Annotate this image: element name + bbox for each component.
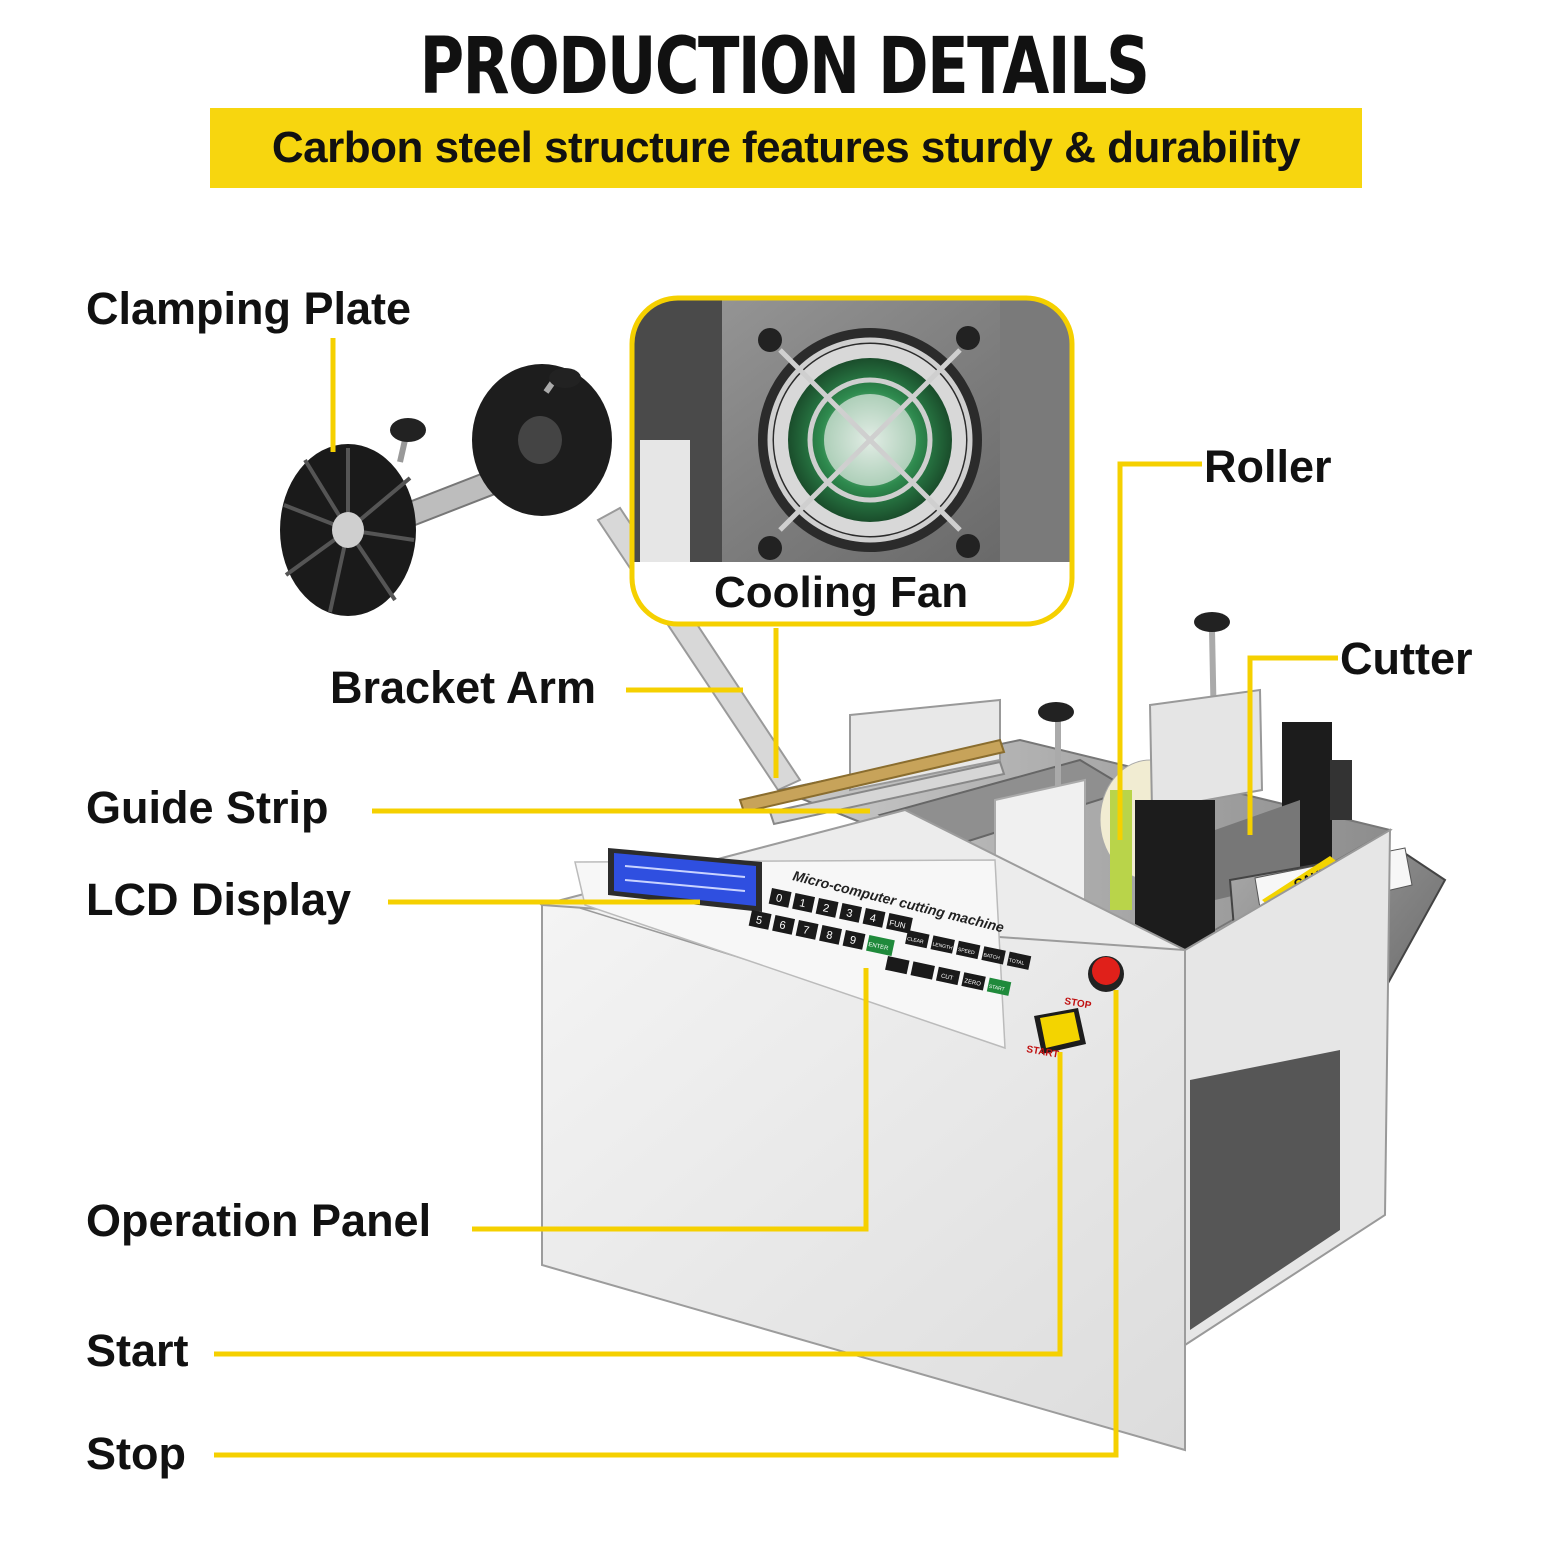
label-cooling-fan: Cooling Fan xyxy=(714,568,969,617)
operation-panel xyxy=(574,859,1006,1050)
svg-text:BATCH: BATCH xyxy=(983,952,1001,961)
svg-text:3: 3 xyxy=(845,907,853,920)
svg-text:FUN: FUN xyxy=(888,918,906,930)
label-roller: Roller xyxy=(1204,441,1332,492)
stop-button: STOP xyxy=(1063,956,1124,1012)
knob-icon xyxy=(1194,612,1230,632)
svg-text:0: 0 xyxy=(775,892,783,905)
start-button: START xyxy=(1025,1008,1086,1061)
label-bracket-arm: Bracket Arm xyxy=(330,662,596,713)
page-title: PRODUCTION DETAILS xyxy=(419,22,1150,112)
svg-text:SPEED: SPEED xyxy=(957,947,975,956)
label-cutter: Cutter xyxy=(1340,633,1473,684)
svg-text:1: 1 xyxy=(798,897,806,910)
leader-lines xyxy=(214,338,1338,1458)
svg-text:9: 9 xyxy=(849,934,857,947)
svg-text:4: 4 xyxy=(869,912,877,925)
label-operation-panel: Operation Panel xyxy=(86,1195,432,1246)
label-clamping-plate: Clamping Plate xyxy=(86,283,412,334)
svg-text:START: START xyxy=(988,984,1005,993)
svg-text:6: 6 xyxy=(778,919,786,932)
svg-text:CLEAR: CLEAR xyxy=(906,936,924,945)
svg-text:STOP: STOP xyxy=(1063,996,1092,1012)
svg-text:7: 7 xyxy=(802,924,810,937)
svg-text:2: 2 xyxy=(822,902,830,915)
label-stop: Stop xyxy=(86,1428,186,1479)
svg-text:ZERO: ZERO xyxy=(964,979,982,988)
spool-assembly xyxy=(280,364,612,616)
lcd-display xyxy=(608,848,762,912)
label-start: Start xyxy=(86,1325,189,1376)
svg-text:TOTAL: TOTAL xyxy=(1008,958,1025,967)
subtitle-banner: Carbon steel structure features sturdy &… xyxy=(210,108,1362,188)
label-lcd-display: LCD Display xyxy=(86,874,352,925)
label-guide-strip: Guide Strip xyxy=(86,782,329,833)
svg-text:ENTER: ENTER xyxy=(868,942,890,952)
svg-text:CUT: CUT xyxy=(940,974,954,983)
subtitle-text: Carbon steel structure features sturdy &… xyxy=(271,123,1301,172)
cooling-fan-inset xyxy=(629,295,1075,627)
svg-text:5: 5 xyxy=(755,914,763,927)
knob-icon xyxy=(1038,702,1074,722)
svg-text:8: 8 xyxy=(825,929,833,942)
svg-text:LENGTH: LENGTH xyxy=(932,941,953,951)
keypad: 0 1 2 3 4 FUN 5 6 7 8 9 ENTER CLEAR LENG… xyxy=(748,888,1032,996)
